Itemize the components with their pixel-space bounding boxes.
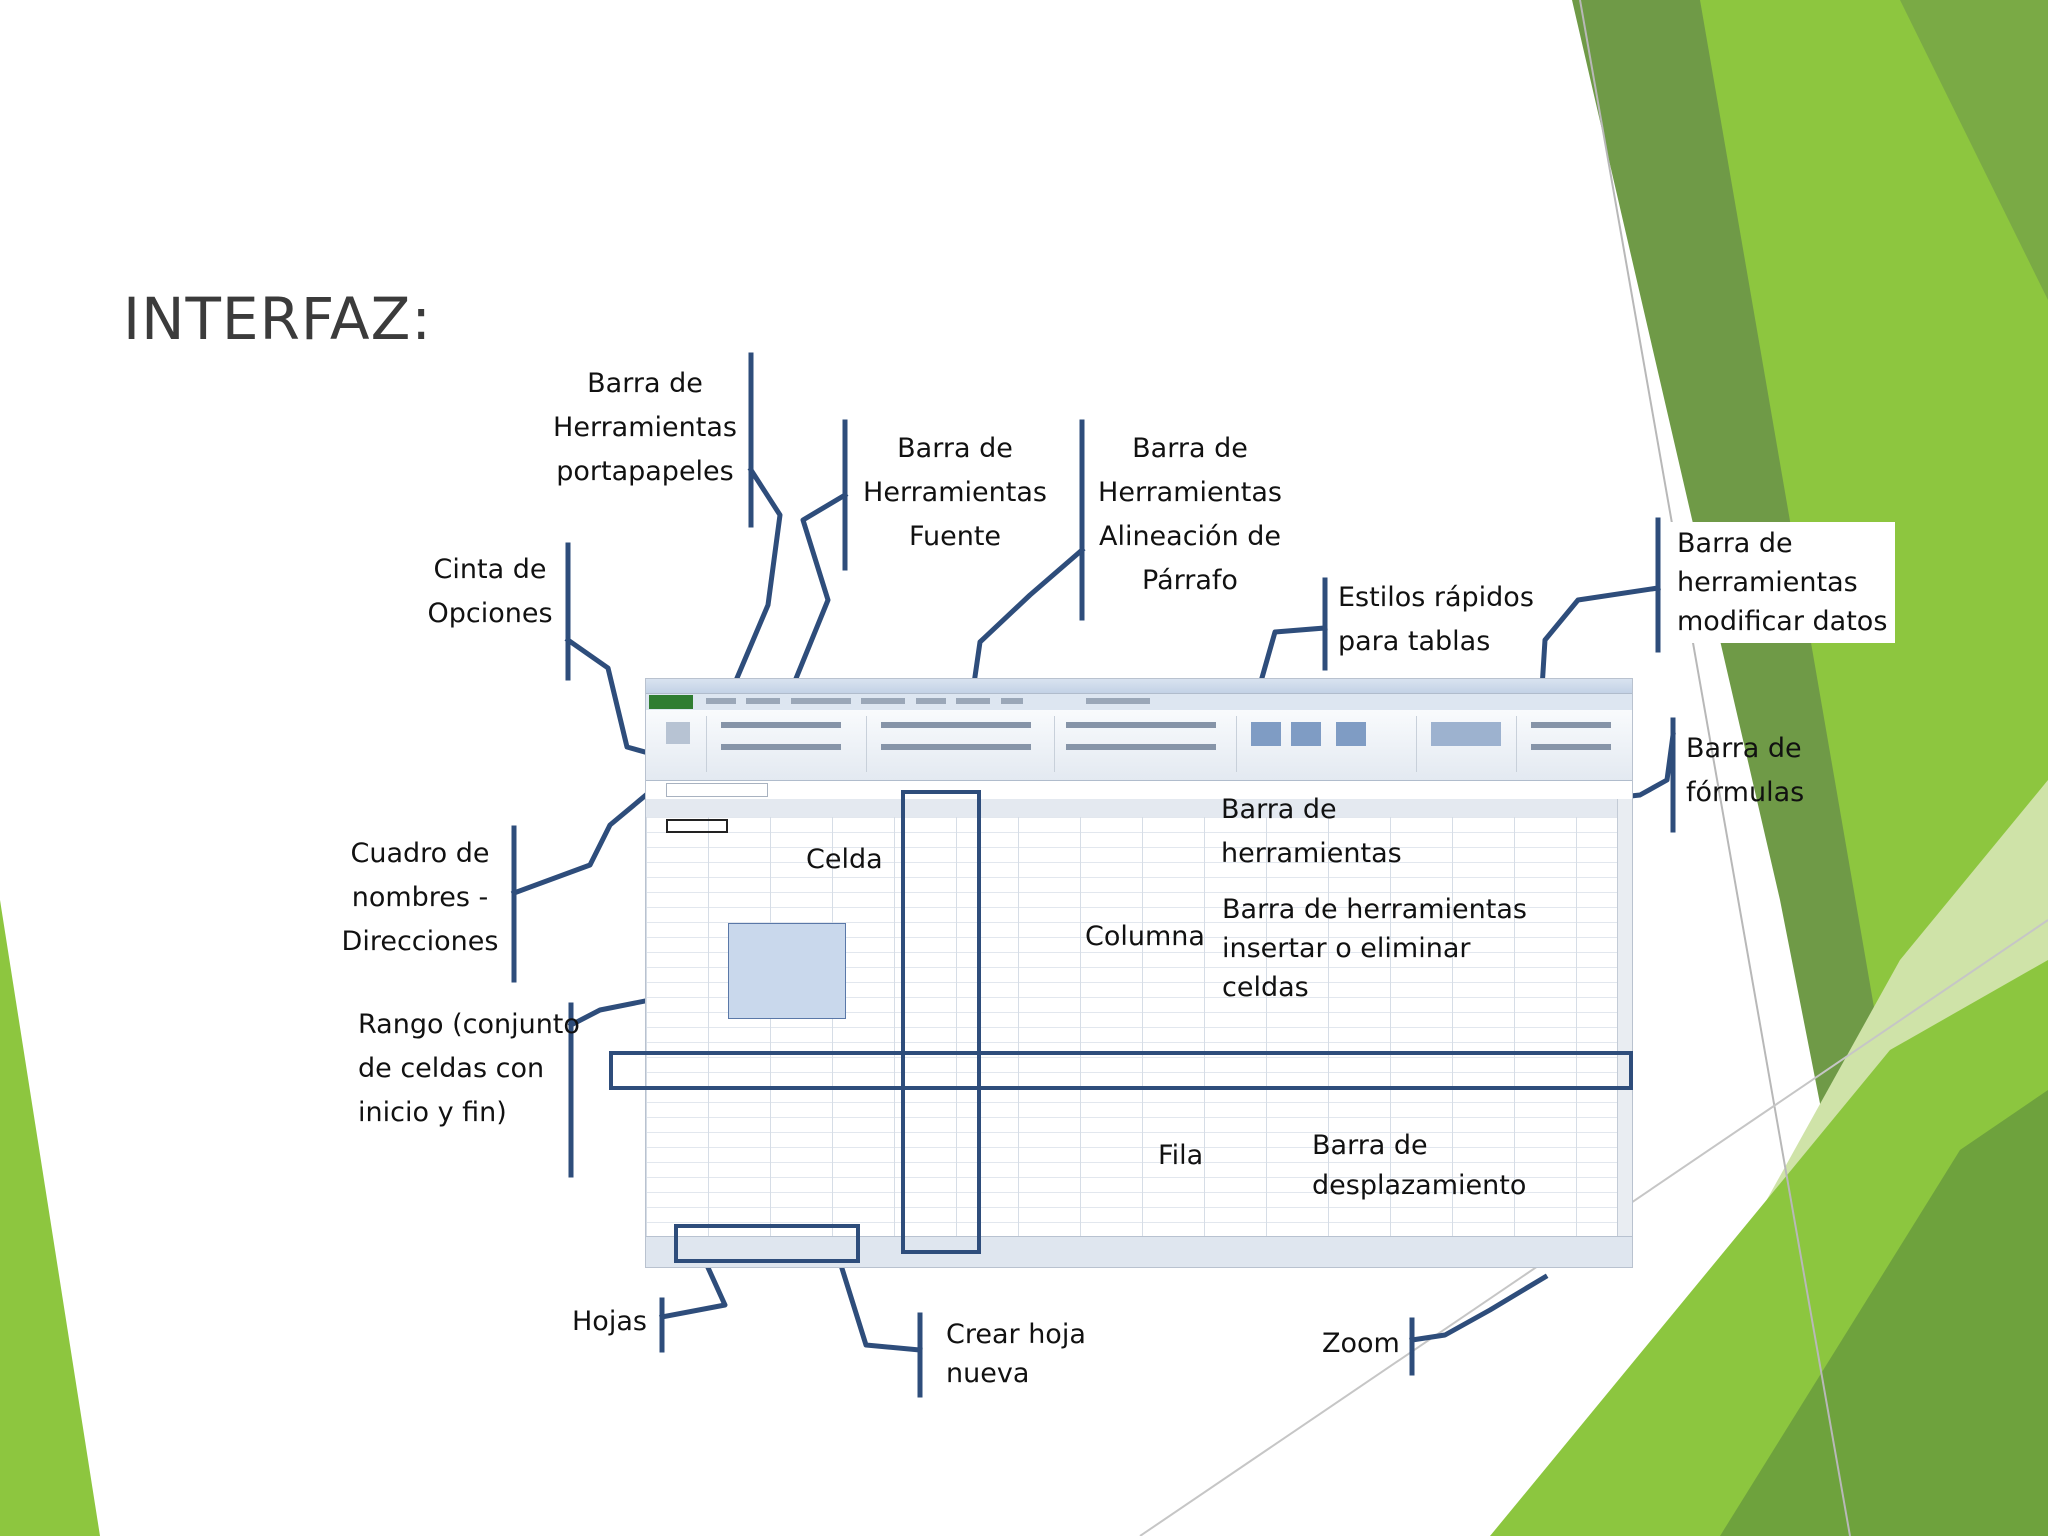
excel-file-tab [649,695,693,709]
excel-selected-range [728,923,846,1019]
green-band-mid [1780,0,2048,300]
label-columna: Columna [1085,921,1205,952]
label-zoom: Zoom [1322,1328,1400,1359]
label-hojas: Hojas [572,1306,647,1337]
excel-ribbon [646,710,1632,781]
excel-vertical-scrollbar [1617,799,1632,1237]
thin-diagonal-1 [1579,0,1851,1536]
excel-formula-bar [646,781,1632,800]
label-celda: Celda [806,844,883,875]
excel-title-bar [646,679,1632,694]
green-left-wedge [0,900,100,1536]
excel-sheet-tabs-bar [646,1236,1632,1267]
excel-ribbon-tabs [646,694,1632,710]
green-bottom-dark [1720,1090,2048,1536]
excel-column-headers [646,799,1632,818]
excel-active-cell [666,819,728,833]
label-fila: Fila [1158,1140,1204,1171]
excel-name-box [666,783,768,797]
excel-grid [646,817,1632,1237]
slide-title: INTERFAZ: [123,285,432,353]
